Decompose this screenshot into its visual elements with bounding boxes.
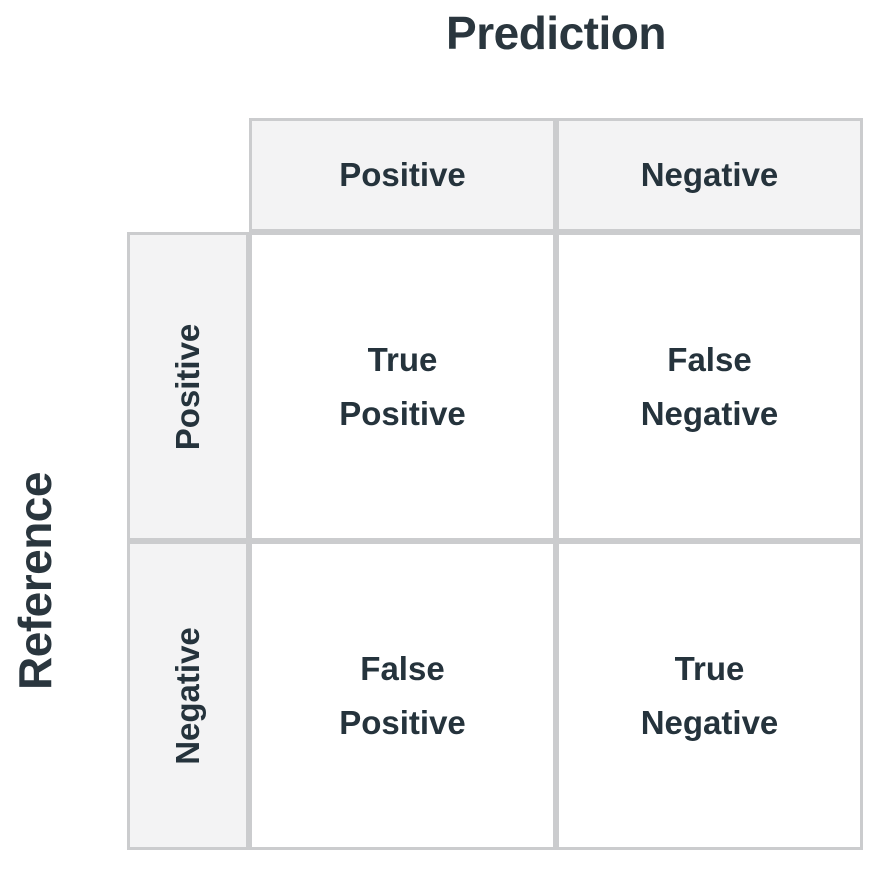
cell-true-negative-line2: Negative — [640, 703, 779, 741]
cell-true-positive-line1: True — [367, 341, 438, 379]
column-header-row: Positive Negative — [249, 118, 863, 232]
table-row: Negative False Positive True Negative — [127, 541, 863, 850]
row-header-positive: Positive — [127, 232, 249, 541]
cell-false-positive: False Positive — [249, 541, 556, 850]
cell-true-positive-line2: Positive — [339, 394, 466, 432]
row-header-negative-label: Negative — [169, 626, 206, 765]
prediction-axis-title: Prediction — [446, 7, 666, 59]
reference-axis-title: Reference — [9, 472, 61, 690]
cell-true-positive: True Positive — [249, 232, 556, 541]
cell-false-positive-line1: False — [360, 650, 445, 688]
table-row: Positive True Positive False Negative — [127, 232, 863, 541]
column-header-negative: Negative — [556, 118, 863, 232]
cell-false-negative-line1: False — [667, 341, 752, 379]
column-header-positive: Positive — [249, 118, 556, 232]
cell-true-negative: True Negative — [556, 541, 863, 850]
cell-false-negative-line2: Negative — [640, 394, 779, 432]
cell-true-negative-line1: True — [674, 650, 745, 688]
cell-false-positive-line2: Positive — [339, 703, 466, 741]
cell-false-negative: False Negative — [556, 232, 863, 541]
row-header-positive-label: Positive — [169, 323, 206, 450]
matrix-body: Positive True Positive False Negative Ne… — [127, 232, 863, 850]
row-header-negative: Negative — [127, 541, 249, 850]
